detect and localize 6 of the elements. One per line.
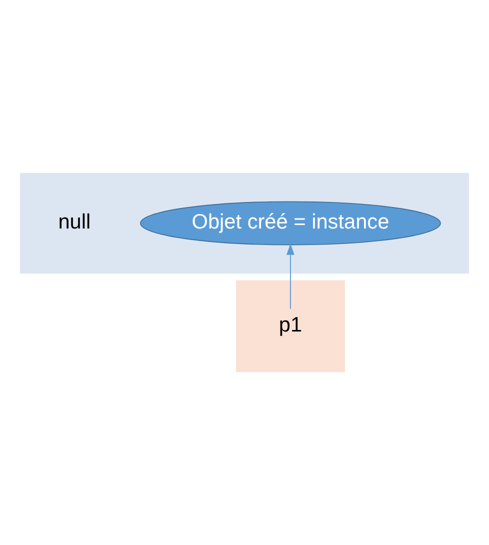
arrow xyxy=(286,243,294,310)
node-ellipse: Objet créé = instance xyxy=(140,201,441,246)
node-text: p1 xyxy=(278,313,302,336)
cluster xyxy=(236,280,345,372)
label: null xyxy=(58,210,91,234)
cluster xyxy=(20,172,470,274)
